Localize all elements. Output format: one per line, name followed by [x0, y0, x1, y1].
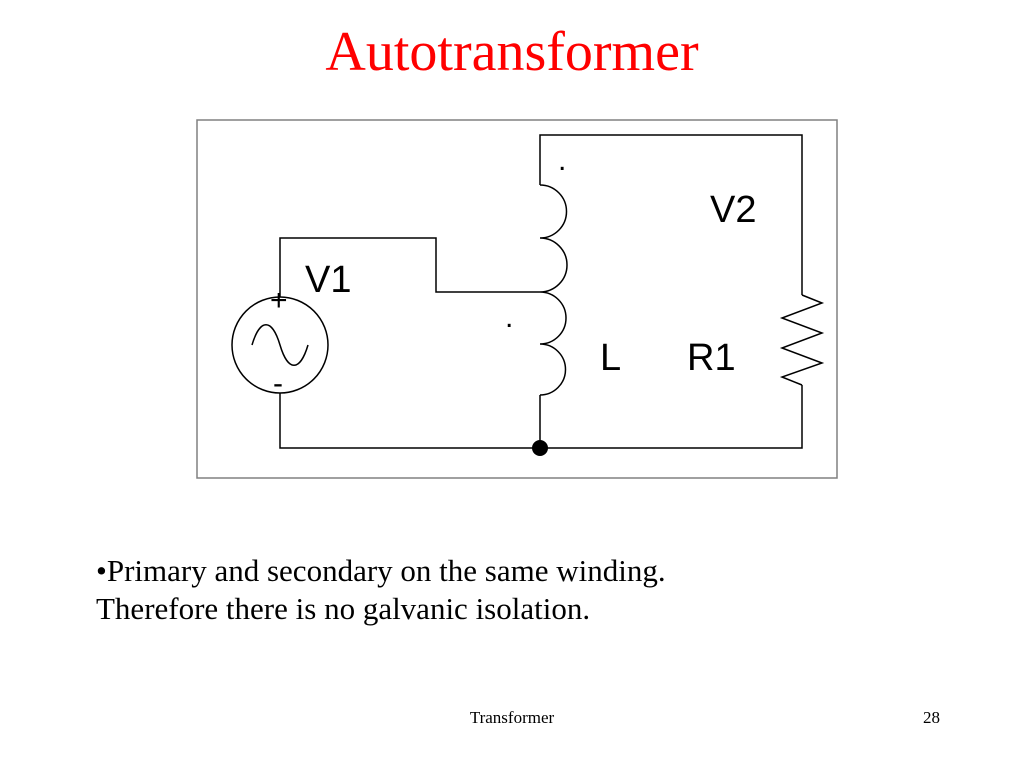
- label-l: L: [600, 337, 621, 379]
- circuit-wires: [279, 134, 803, 449]
- polarity-dot-top: .: [558, 144, 566, 177]
- page-number: 28: [923, 708, 940, 727]
- bullet-line-2: Therefore there is no galvanic isolation…: [96, 591, 591, 626]
- polarity-dot-middle: .: [505, 301, 513, 334]
- wire-right-bottom: [540, 385, 803, 449]
- slide-title: Autotransformer: [325, 21, 699, 83]
- footer-label: Transformer: [469, 708, 555, 727]
- resistor-zigzag: [779, 294, 825, 386]
- wire-source-to-tap: [279, 237, 540, 298]
- label-r1: R1: [687, 337, 736, 379]
- ac-voltage-source: [231, 296, 329, 394]
- junction-node: [532, 440, 548, 456]
- bullet-line-1: •Primary and secondary on the same windi…: [96, 553, 666, 588]
- label-plus: +: [270, 284, 288, 317]
- label-v2: V2: [710, 189, 756, 231]
- bullet-text: •Primary and secondary on the same windi…: [96, 552, 936, 628]
- wire-bottom-left: [279, 392, 540, 449]
- diagram-frame: [196, 119, 838, 479]
- sine-wave-icon: [251, 324, 309, 366]
- wire-top: [539, 134, 803, 295]
- label-v1: V1: [305, 259, 351, 301]
- inductor-coil: [539, 184, 568, 396]
- label-minus: -: [273, 367, 283, 400]
